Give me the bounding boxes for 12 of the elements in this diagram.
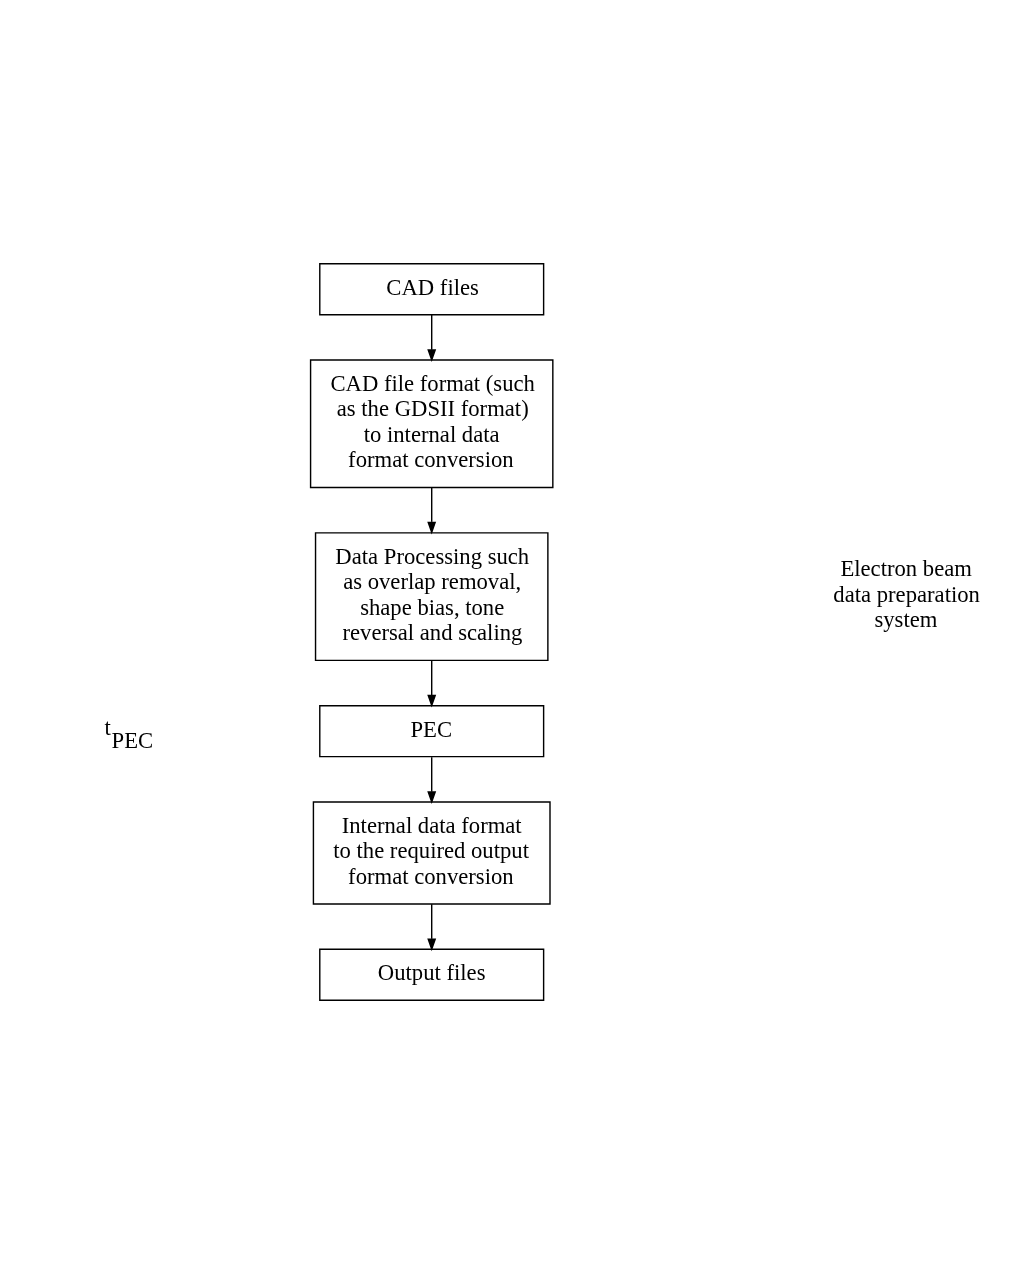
node-box: PEC: [319, 704, 545, 757]
node-box: Data Processing such as overlap removal, shape bias, tone reversal and scaling: [314, 531, 549, 661]
node-box: Output files: [319, 948, 545, 1001]
arrow: [427, 756, 437, 804]
arrow: [427, 659, 437, 707]
arrow: [427, 903, 437, 951]
arrow: [427, 313, 437, 362]
node-box: CAD files: [319, 262, 545, 315]
node-box: CAD file format (such as the GDSII format) to internal data format conversion: [309, 358, 554, 488]
node-box: Internal data format to the required output format conversion: [312, 800, 551, 905]
label: Electron beam data preparation system: [833, 555, 980, 632]
arrow: [427, 486, 437, 534]
